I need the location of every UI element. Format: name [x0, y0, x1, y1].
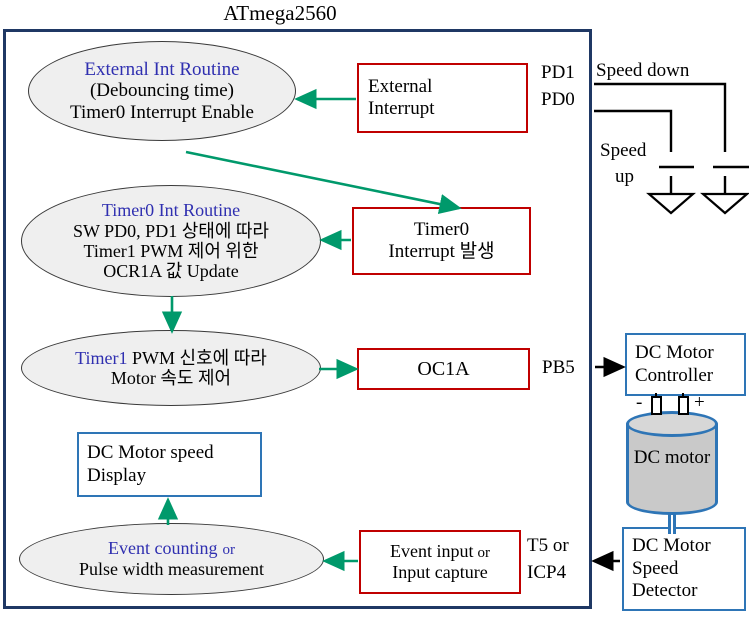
block-speed-detector-line3: Detector: [632, 580, 698, 602]
ground-symbol-speed-down: [700, 192, 749, 215]
routine-event-counting-line2: Pulse width measurement: [79, 559, 264, 580]
routine-external-int-line3: Timer0 Interrupt Enable: [70, 101, 254, 123]
block-timer0-interrupt-line1: Timer0: [413, 219, 470, 241]
block-oc1a-label: OC1A: [417, 357, 470, 380]
block-motor-controller-line1: DC Motor: [635, 342, 714, 364]
routine-timer0-int-line2: SW PD0, PD1 상태에 따라: [73, 220, 269, 241]
block-motor-controller: DC Motor Controller: [625, 333, 746, 396]
block-speed-detector: DC Motor Speed Detector: [622, 527, 746, 611]
block-motor-speed-display-line2: Display: [87, 464, 147, 486]
wire-pd1-to-speed-down-switch: [594, 82, 727, 152]
arrow-routine-to-timer0-block: [185, 150, 462, 215]
switch-label-speed-up-line1: Speed: [600, 140, 647, 161]
block-oc1a: OC1A: [357, 348, 530, 390]
routine-timer0-int-line4: OCR1A 값 Update: [103, 261, 239, 282]
pin-label-t5-line1: T5 or: [527, 535, 569, 556]
routine-timer1-pwm-line1-rest: PWM 신호에 따라: [127, 347, 267, 368]
wire-pd0-to-speed-up-switch: [594, 109, 673, 152]
dc-motor-label: DC motor: [633, 447, 711, 468]
routine-event-counting-accent: Event counting: [108, 538, 218, 559]
page-title: ATmega2560: [223, 1, 337, 25]
block-timer0-interrupt: Timer0 Interrupt 발생: [352, 207, 531, 275]
motor-shaft: [668, 500, 676, 534]
routine-event-counting-or: or: [222, 542, 235, 559]
motor-cylinder-top: [626, 411, 718, 437]
pin-label-icp4-line2: ICP4: [527, 562, 567, 583]
block-external-interrupt-line2: Interrupt: [368, 98, 435, 119]
routine-external-int-line2: (Debouncing time): [89, 80, 235, 102]
block-external-interrupt-line1: External: [368, 76, 433, 98]
block-event-input-or: or: [477, 545, 491, 562]
block-motor-controller-line2: Controller: [635, 364, 714, 386]
block-speed-detector-line2: Speed: [632, 557, 679, 579]
switch-label-speed-down: Speed down: [596, 60, 690, 81]
routine-timer0-int-line3: Timer1 PWM 제어 위한: [83, 241, 259, 261]
switch-label-speed-up-line2: up: [615, 166, 634, 187]
block-event-input-line2: Input capture: [392, 562, 488, 583]
pin-label-pd1: PD1: [541, 62, 575, 83]
motor-terminal-plus-label: +: [694, 392, 705, 413]
block-speed-detector-line1: DC Motor: [632, 535, 711, 557]
pin-label-pb5: PB5: [542, 357, 575, 378]
block-timer0-interrupt-line2: Interrupt 발생: [388, 241, 495, 262]
routine-timer0-int-line1: Timer0 Int Routine: [101, 200, 241, 221]
routine-timer1-pwm-line2: Motor 속도 제어: [110, 368, 232, 388]
motor-cylinder-body: [626, 424, 718, 502]
routine-timer1-pwm-line1: Timer1 PWM 신호에 따라: [75, 348, 267, 368]
block-motor-speed-display-line1: DC Motor speed: [87, 442, 214, 464]
atmega2560-chip-boundary: [3, 29, 592, 609]
routine-timer1-pwm: Timer1 PWM 신호에 따라 Motor 속도 제어: [21, 330, 321, 406]
ground-symbol-speed-up: [646, 192, 696, 215]
motor-terminal-minus-label: -: [636, 392, 643, 413]
block-motor-speed-display: DC Motor speed Display: [77, 432, 262, 497]
block-external-interrupt: External Interrupt: [357, 63, 528, 133]
routine-timer1-pwm-line1-accent: Timer1: [75, 347, 128, 368]
pin-label-pd0: PD0: [541, 89, 575, 110]
routine-external-int: External Int Routine (Debouncing time) T…: [28, 41, 296, 141]
routine-external-int-line1: External Int Routine: [84, 58, 240, 80]
block-event-input-line1-text: Event input: [390, 541, 474, 562]
